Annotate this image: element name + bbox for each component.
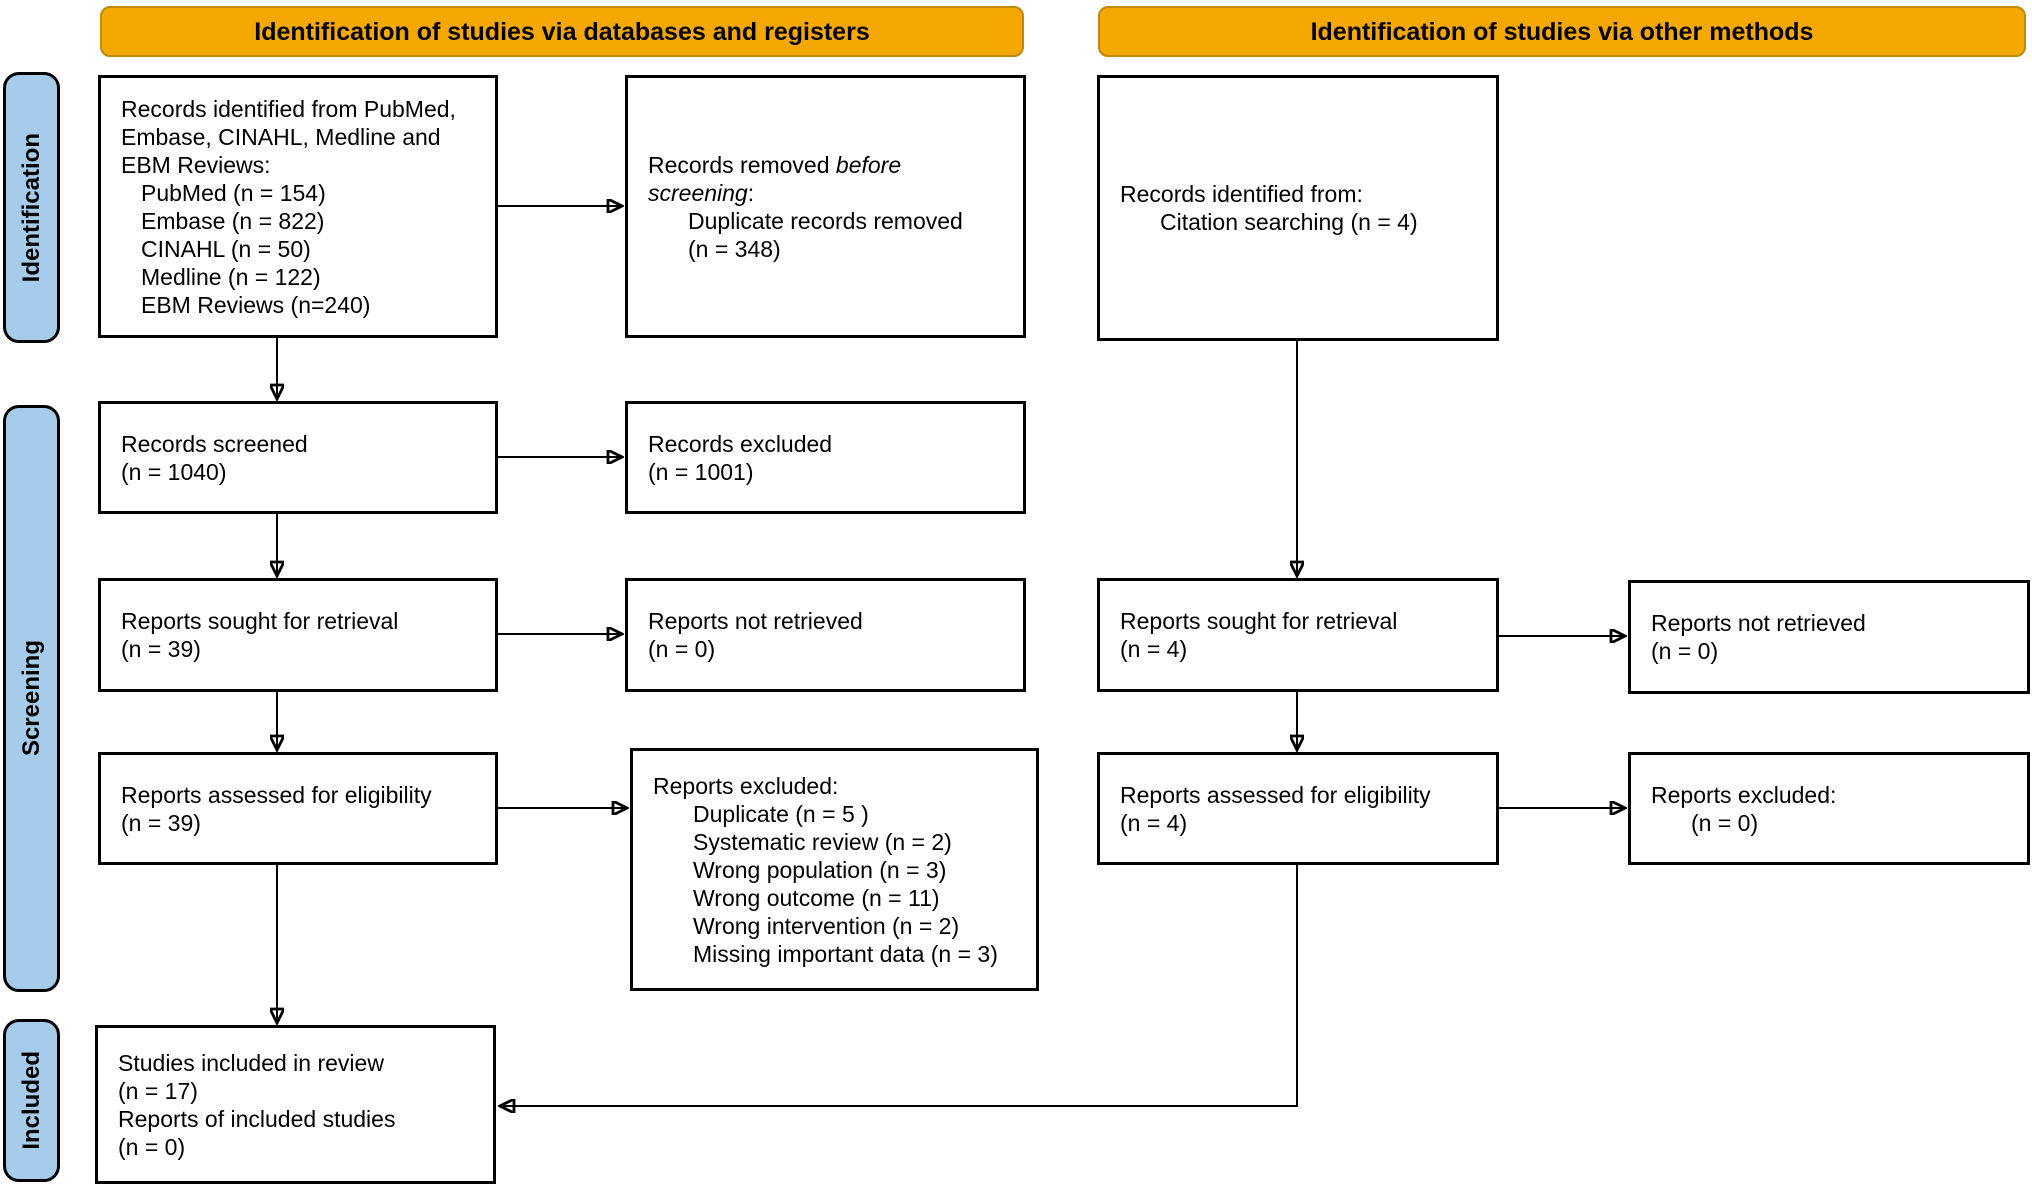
box-reports-sought-databases: Reports sought for retrieval(n = 39) — [98, 578, 498, 692]
box-text-line: (n = 39) — [121, 636, 201, 662]
banner-databases-registers: Identification of studies via databases … — [100, 6, 1024, 57]
box-text-line: EBM Reviews: — [121, 151, 271, 178]
box-text-line: PubMed (n = 154) — [141, 179, 326, 206]
box-reports-sought-other: Reports sought for retrieval(n = 4) — [1097, 578, 1499, 692]
box-text-line: Records identified from PubMed, — [121, 95, 456, 122]
box-text-line: (n = 0) — [1651, 638, 1719, 664]
box-text-line: Citation searching (n = 4) — [1160, 209, 1418, 235]
box-text-line: Wrong intervention (n = 2) — [693, 912, 960, 939]
box-text-line: Duplicate records removed — [688, 207, 963, 234]
box-reports-not-retrieved-databases: Reports not retrieved(n = 0) — [625, 578, 1026, 692]
box-text-line: (n = 1040) — [121, 458, 227, 485]
box-records-excluded: Records excluded(n = 1001) — [625, 401, 1026, 514]
box-text-line: Records screened — [121, 430, 308, 457]
box-text-line: Reports sought for retrieval — [1120, 608, 1398, 634]
box-text-line: (n = 0) — [118, 1133, 186, 1160]
box-text-line: (n = 0) — [1691, 809, 1759, 836]
box-text-line: (n = 4) — [1120, 809, 1188, 836]
sidebar-identification-label: Identification — [17, 132, 45, 283]
box-text-line: Systematic review (n = 2) — [693, 828, 952, 855]
sidebar-included: Included — [3, 1019, 60, 1182]
box-reports-not-retrieved-other: Reports not retrieved(n = 0) — [1628, 580, 2030, 694]
box-text-line: (n = 4) — [1120, 636, 1188, 662]
box-text-line: Duplicate (n = 5 ) — [693, 800, 869, 827]
box-text-line: Reports sought for retrieval — [121, 608, 399, 634]
box-text-line: Records identified from: — [1120, 181, 1363, 207]
box-text-line: Missing important data (n = 3) — [693, 940, 998, 967]
box-text-line: Studies included in review — [118, 1049, 384, 1076]
box-reports-assessed-databases: Reports assessed for eligibility(n = 39) — [98, 752, 498, 865]
box-text-line: Reports of included studies — [118, 1105, 396, 1132]
box-text-line: Reports assessed for eligibility — [1120, 781, 1431, 808]
box-text-line: Reports not retrieved — [648, 608, 863, 634]
box-text-line: (n = 39) — [121, 809, 201, 836]
sidebar-screening: Screening — [3, 405, 60, 992]
box-text-line: (n = 0) — [648, 636, 716, 662]
box-records-screened: Records screened(n = 1040) — [98, 401, 498, 514]
box-text-line: (n = 348) — [688, 235, 781, 262]
box-text-line: screening: — [648, 179, 755, 206]
box-text-line: (n = 1001) — [648, 458, 754, 485]
sidebar-included-label: Included — [17, 1051, 45, 1150]
box-text-line: Embase (n = 822) — [141, 207, 325, 234]
box-reports-assessed-other: Reports assessed for eligibility(n = 4) — [1097, 752, 1499, 865]
box-text-line: Wrong population (n = 3) — [693, 856, 947, 883]
box-text-line: Records removed before — [648, 151, 902, 178]
box-text-line: Wrong outcome (n = 11) — [693, 884, 940, 911]
box-records-identified-other: Records identified from:Citation searchi… — [1097, 75, 1499, 341]
box-text-line: Records excluded — [648, 430, 833, 457]
box-reports-excluded-other: Reports excluded:(n = 0) — [1628, 752, 2030, 865]
banner-other-methods: Identification of studies via other meth… — [1098, 6, 2026, 57]
box-text-line: Reports not retrieved — [1651, 610, 1866, 636]
box-text-line: CINAHL (n = 50) — [141, 235, 311, 262]
box-text-line: Medline (n = 122) — [141, 263, 321, 290]
sidebar-identification: Identification — [3, 72, 60, 343]
box-text-line: Reports excluded: — [1651, 781, 1837, 808]
box-text-line: EBM Reviews (n=240) — [141, 291, 371, 318]
box-text-line: Embase, CINAHL, Medline and — [121, 123, 441, 150]
sidebar-screening-label: Screening — [17, 640, 45, 757]
box-reports-excluded-reasons: Reports excluded:Duplicate (n = 5 )Syste… — [630, 748, 1039, 991]
box-studies-included: Studies included in review(n = 17)Report… — [95, 1025, 496, 1184]
box-records-identified-databases: Records identified from PubMed,Embase, C… — [98, 75, 498, 338]
box-text-line: (n = 17) — [118, 1077, 198, 1104]
box-text-line: Reports assessed for eligibility — [121, 781, 432, 808]
box-text-line: Reports excluded: — [653, 772, 839, 799]
